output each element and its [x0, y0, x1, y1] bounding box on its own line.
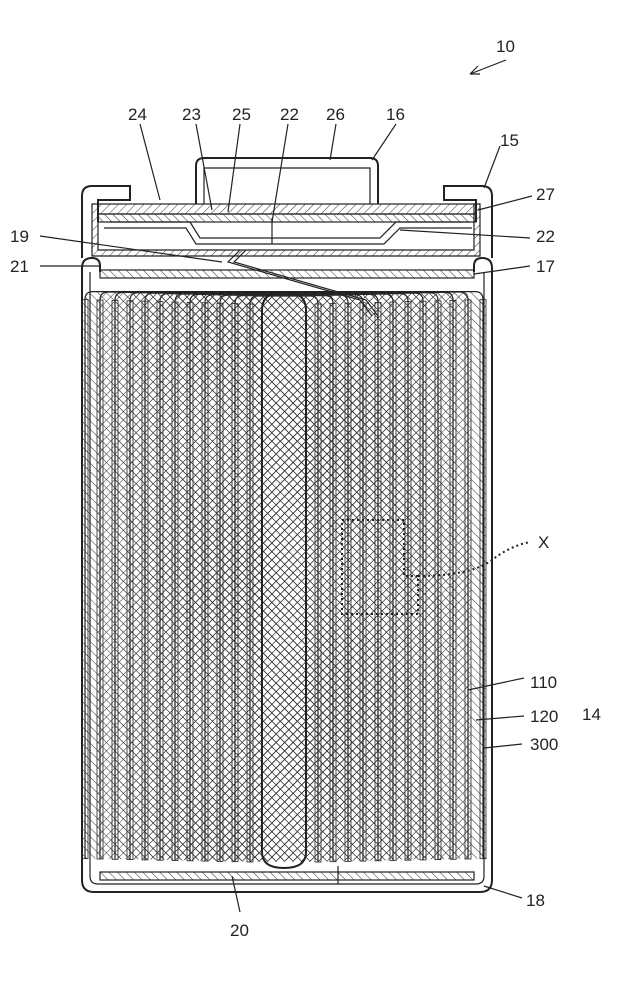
- label-16: 16: [386, 105, 405, 124]
- label-22-top: 22: [280, 105, 299, 124]
- label-23: 23: [182, 105, 201, 124]
- label-24: 24: [128, 105, 147, 124]
- label-20: 20: [230, 921, 249, 940]
- label-300: 300: [530, 735, 558, 754]
- label-21: 21: [10, 257, 29, 276]
- cap-plate-upper: [98, 204, 476, 214]
- cap-plate-lower: [98, 214, 476, 222]
- label-19: 19: [10, 227, 29, 246]
- label-120: 120: [530, 707, 558, 726]
- label-26: 26: [326, 105, 345, 124]
- safety-vent: [110, 222, 470, 238]
- label-14: 14: [582, 705, 601, 724]
- winding-strip: [82, 300, 88, 859]
- label-18: 18: [526, 891, 545, 910]
- electrode-winding: [82, 292, 486, 862]
- winding-strip: [480, 300, 486, 859]
- label-10: 10: [496, 37, 515, 56]
- cap-assembly: [92, 158, 480, 256]
- label-27: 27: [536, 185, 555, 204]
- label-x: X: [538, 533, 549, 552]
- label-22-right: 22: [536, 227, 555, 246]
- label-110: 110: [530, 673, 557, 692]
- label-25: 25: [232, 105, 251, 124]
- label-17: 17: [536, 257, 555, 276]
- terminal-cap: [196, 158, 378, 204]
- lower-insulator: [100, 872, 474, 880]
- label-15: 15: [500, 131, 519, 150]
